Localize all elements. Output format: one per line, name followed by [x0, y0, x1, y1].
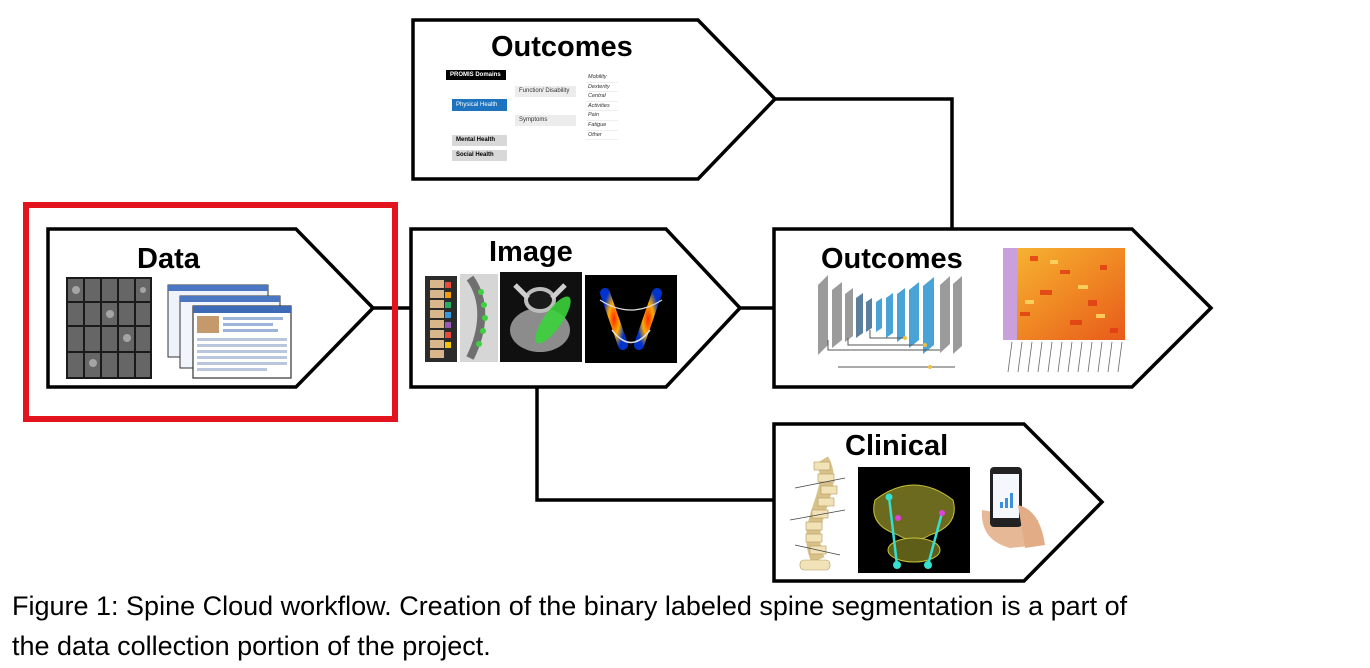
promis-item-list: Mobility Dexterity Central Activities Pa…: [586, 73, 618, 141]
ehr-screens-image: [167, 284, 292, 379]
promis-item: Fatigue: [586, 121, 618, 131]
node-outcomes-top-title: Outcomes: [491, 31, 633, 63]
node-data-title: Data: [137, 243, 200, 275]
caption-line-2: the data collection portion of the proje…: [12, 631, 491, 661]
smartphone-image: [981, 467, 1045, 548]
scoliosis-diagram-image: [789, 456, 846, 571]
promis-item: Activities: [586, 102, 618, 112]
promis-function-disability: Function/ Disability: [515, 86, 576, 97]
heatmap-image: [1003, 248, 1125, 373]
node-image-title: Image: [489, 236, 573, 268]
promis-item: Central: [586, 92, 618, 102]
promis-item: Dexterity: [586, 83, 618, 93]
promis-header: PROMIS Domains: [446, 70, 506, 80]
promis-symptoms: Symptoms: [515, 115, 576, 126]
connector-image-clinical: [535, 387, 774, 502]
promis-item: Mobility: [586, 73, 618, 83]
promis-mental-health: Mental Health: [452, 135, 507, 146]
highlight-box: [23, 202, 398, 422]
node-clinical-title: Clinical: [845, 430, 949, 462]
vertebra-ct-segmentation-image: [500, 272, 582, 362]
connector-outcomes-top: [775, 97, 954, 229]
vertebra-landmarks-image: [858, 467, 970, 573]
neural-network-image: [818, 275, 962, 369]
promis-item: Pain: [586, 111, 618, 121]
xray-grid-image: [66, 277, 152, 379]
spine-mri-image: [460, 274, 498, 362]
promis-item: Other: [586, 131, 618, 141]
caption-line-1: Figure 1: Spine Cloud workflow. Creation…: [12, 591, 1128, 621]
spine-sagittal-image: [425, 276, 457, 362]
node-outcomes-mid-title: Outcomes: [821, 243, 963, 275]
figure-caption: Figure 1: Spine Cloud workflow. Creation…: [12, 586, 1352, 666]
promis-physical-health: Physical Health: [452, 99, 507, 111]
vertebra-heatmap-image: [585, 275, 677, 363]
promis-social-health: Social Health: [452, 150, 507, 161]
